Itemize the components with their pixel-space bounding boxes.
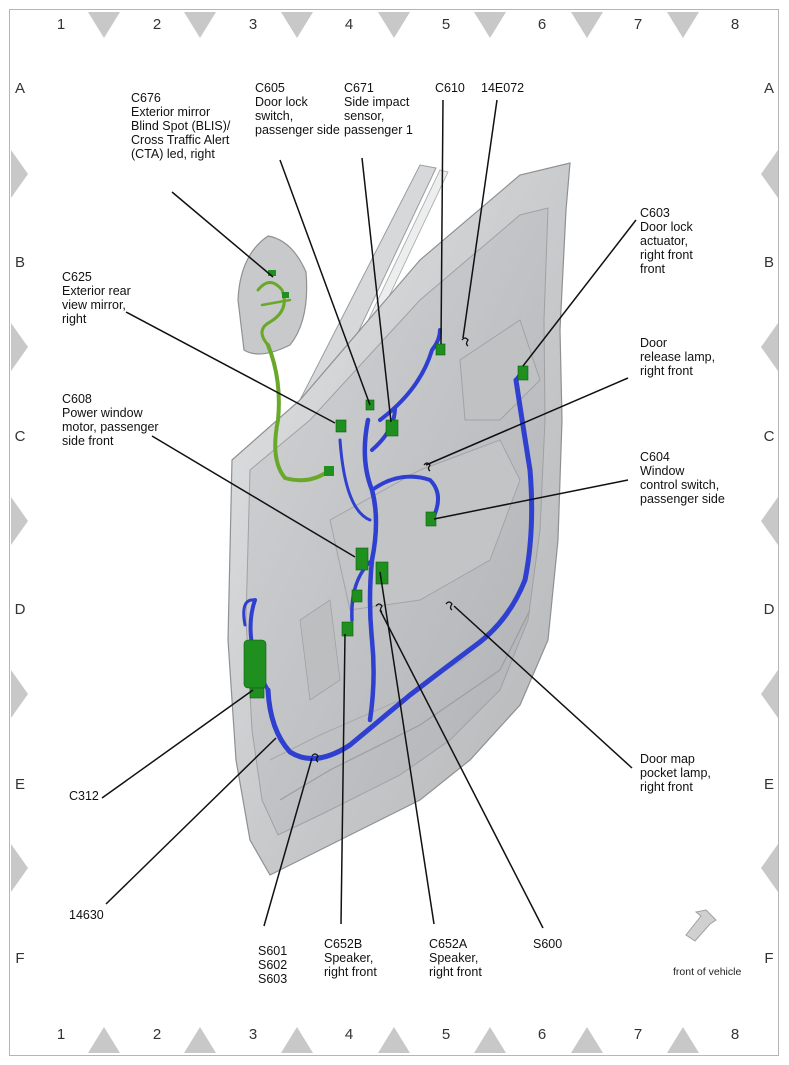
front-of-vehicle-arrow-icon — [685, 909, 717, 942]
callout-c604: C604 Window control switch, passenger si… — [640, 450, 725, 506]
leader-c625 — [125, 311, 336, 424]
grid-col-6-top: 6 — [537, 16, 547, 33]
grid-col-8-top: 8 — [730, 16, 740, 33]
grid-col-5-top: 5 — [441, 16, 451, 33]
front-of-vehicle-label: front of vehicle — [673, 966, 742, 978]
grid-col-2-bottom: 2 — [152, 1026, 162, 1043]
callout-s601-s602-s603: S601 S602 S603 — [258, 944, 288, 986]
mirror-connectors — [268, 270, 334, 476]
grid-col-3-bottom: 3 — [248, 1026, 258, 1043]
mirror-harness — [256, 281, 332, 483]
leader-c312 — [101, 689, 254, 799]
grid-row-e-left: E — [14, 776, 25, 793]
exterior-mirror — [237, 235, 308, 355]
grid-col-4-top: 4 — [344, 16, 354, 33]
leader-c605 — [279, 159, 371, 406]
grid-row-c-right: C — [763, 428, 775, 445]
diagram-frame — [9, 9, 779, 1056]
callout-c671: C671 Side impact sensor, passenger 1 — [344, 81, 413, 137]
grid-col-1-top: 1 — [56, 16, 66, 33]
grid-col-1-bottom: 1 — [56, 1026, 66, 1043]
callout-c652b: C652B Speaker, right front — [324, 937, 377, 979]
grid-markers-bottom — [88, 1027, 699, 1053]
leader-c676 — [171, 191, 274, 278]
grid-col-6-bottom: 6 — [537, 1026, 547, 1043]
callout-c608: C608 Power window motor, passenger side … — [62, 392, 159, 448]
callout-s600: S600 — [533, 937, 563, 951]
callout-14e072: 14E072 — [481, 81, 525, 95]
callout-14630: 14630 — [69, 908, 104, 922]
callout-c312: C312 — [69, 789, 99, 803]
leader-14630 — [105, 737, 277, 905]
grid-markers-right — [761, 150, 778, 892]
grid-col-5-bottom: 5 — [441, 1026, 451, 1043]
grid-row-b-left: B — [14, 254, 25, 271]
callout-door-release-lamp: Door release lamp, right front — [640, 336, 716, 378]
grid-markers-left — [11, 150, 28, 892]
grid-row-b-right: B — [763, 254, 774, 271]
splice-marks — [311, 337, 469, 763]
grid-col-2-top: 2 — [152, 16, 162, 33]
grid-row-f-right: F — [764, 950, 774, 967]
leader-s600 — [379, 609, 544, 929]
leader-c603 — [522, 219, 637, 367]
callout-c652a: C652A Speaker, right front — [429, 937, 482, 979]
leader-c652a — [379, 571, 435, 925]
grid-row-a-left: A — [14, 80, 25, 97]
leader-c604 — [433, 479, 629, 520]
grid-col-8-bottom: 8 — [730, 1026, 740, 1043]
grid-row-a-right: A — [763, 80, 774, 97]
grid-row-c-left: C — [14, 428, 26, 445]
leader-c671 — [361, 157, 392, 423]
leader-door-release — [425, 377, 629, 466]
grid-col-7-top: 7 — [633, 16, 643, 33]
grid-markers-top — [88, 12, 699, 38]
callout-c605: C605 Door lock switch, passenger side — [255, 81, 340, 137]
grid-row-d-right: D — [763, 601, 775, 618]
leader-lines — [101, 99, 637, 929]
leader-c608 — [151, 435, 356, 558]
callout-c610: C610 — [435, 81, 465, 95]
grid-col-7-bottom: 7 — [633, 1026, 643, 1043]
grid-col-4-bottom: 4 — [344, 1026, 354, 1043]
door-connectors — [243, 343, 529, 699]
grid-row-e-right: E — [763, 776, 774, 793]
leader-c610 — [440, 99, 444, 345]
leader-14e072 — [462, 99, 498, 339]
leader-s601 — [263, 757, 313, 927]
callout-door-map-pocket-lamp: Door map pocket lamp, right front — [640, 752, 711, 794]
callout-c676: C676 Exterior mirror Blind Spot (BLIS)/ … — [131, 91, 231, 161]
grid-col-3-top: 3 — [248, 16, 258, 33]
callout-c625: C625 Exterior rear view mirror, right — [62, 270, 131, 326]
grid-row-f-left: F — [15, 950, 25, 967]
grid-row-d-left: D — [14, 601, 26, 618]
leader-c652b — [340, 633, 346, 925]
leader-door-map — [453, 605, 633, 769]
callout-c603: C603 Door lock actuator, right front fro… — [640, 206, 693, 276]
